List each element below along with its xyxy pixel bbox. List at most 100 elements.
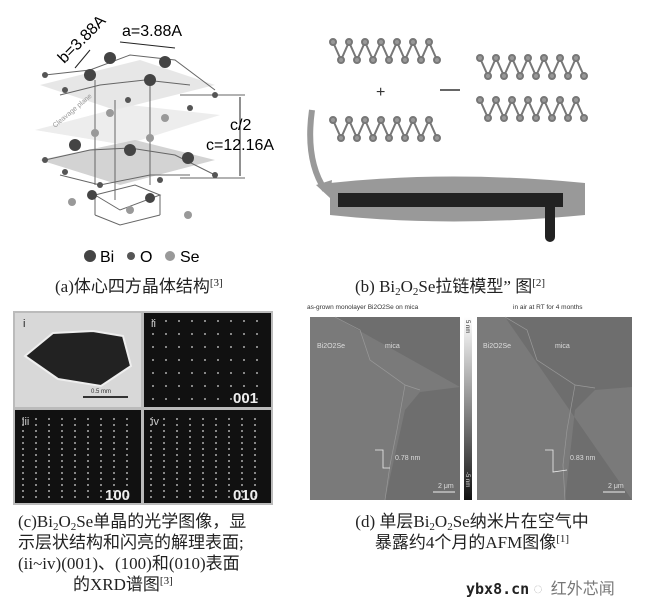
diffraction-spot [230, 398, 232, 400]
afm-left-image: Bi2O2Se mica 0.78 nm 2 μm [310, 316, 460, 501]
quadrant-label-i: i [23, 318, 25, 330]
diffraction-spot [48, 436, 50, 438]
diffraction-spot [113, 460, 115, 462]
diffraction-spot [100, 418, 102, 420]
diffraction-spot [48, 478, 50, 480]
diffraction-spot [61, 484, 63, 486]
diffraction-spot [241, 448, 243, 450]
diffraction-spot [176, 436, 178, 438]
diffraction-spot [74, 496, 76, 498]
diffraction-spot [189, 496, 191, 498]
atom [508, 54, 516, 62]
diffraction-spot [61, 418, 63, 420]
diffraction-spot [215, 448, 217, 450]
diffraction-spot [22, 436, 24, 438]
atom [337, 134, 345, 142]
diffraction-spot [176, 484, 178, 486]
caption-b-sub: 2 [412, 286, 419, 298]
atom [524, 96, 532, 104]
diffraction-spot [178, 385, 180, 387]
diffraction-spot [243, 398, 245, 400]
lattice-c-label: c=12.16A [206, 137, 274, 154]
diffraction-spot [165, 346, 167, 348]
atom [337, 56, 345, 64]
diffraction-spot [254, 454, 256, 456]
diffraction-spot [163, 436, 165, 438]
caption-d-sub: 2 [447, 521, 453, 533]
diffraction-spot [150, 436, 152, 438]
diffraction-spot [256, 398, 258, 400]
afm-right-substrate-label: mica [555, 343, 570, 350]
diffraction-spot [113, 454, 115, 456]
atom [361, 116, 369, 124]
diffraction-spot [61, 430, 63, 432]
diffraction-spot [228, 430, 230, 432]
diffraction-spot [163, 430, 165, 432]
afm-left-title: as-grown monolayer Bi2O2Se on mica [307, 304, 419, 311]
caption-a: (a)体心四方晶体结构[3] [55, 276, 223, 297]
diffraction-spot [126, 472, 128, 474]
diffraction-spot [113, 448, 115, 450]
diffraction-spot [241, 430, 243, 432]
diffraction-spot [22, 418, 24, 420]
colorbar-top-label: 5 nm [464, 320, 470, 333]
caption-d-ref: [1] [556, 533, 570, 545]
diffraction-spot [176, 496, 178, 498]
diffraction-spot [87, 478, 89, 480]
diffraction-spot [243, 385, 245, 387]
atom [524, 54, 532, 62]
atom [500, 72, 508, 80]
diffraction-spot [126, 436, 128, 438]
diffraction-spot [100, 436, 102, 438]
atom [540, 54, 548, 62]
caption-b: (b) Bi2O2Se拉链模型” 图[2] [355, 276, 545, 298]
diffraction-spot [243, 359, 245, 361]
diffraction-spot [215, 472, 217, 474]
diffraction-spot [215, 466, 217, 468]
diffraction-spot [113, 490, 115, 492]
atom [500, 114, 508, 122]
diffraction-spot [87, 472, 89, 474]
atom [476, 96, 484, 104]
diffraction-spot [217, 372, 219, 374]
diffraction-spot [191, 359, 193, 361]
diffraction-spot [189, 424, 191, 426]
diffraction-spot [74, 418, 76, 420]
diffraction-spot [126, 484, 128, 486]
atom [572, 96, 580, 104]
diffraction-spot [100, 472, 102, 474]
diffraction-spot [163, 448, 165, 450]
atom [516, 114, 524, 122]
crystal-structure-diagram: Cleavage plane b=3.88A a=3.88A c/2 c=12.… [35, 12, 274, 266]
afm-left-material-label: Bi2O2Se [317, 343, 345, 350]
diffraction-spot [256, 346, 258, 348]
diffraction-spot [113, 472, 115, 474]
diffraction-spot [35, 430, 37, 432]
atom-legend: Bi O Se [84, 249, 200, 266]
diffraction-spot [48, 442, 50, 444]
diffraction-spot [230, 320, 232, 322]
zipper-model-diagram: + [307, 38, 588, 242]
diffraction-spot [202, 472, 204, 474]
caption-b-text: (b) Bi [355, 277, 396, 296]
diffraction-spot [113, 418, 115, 420]
diffraction-spot [100, 460, 102, 462]
diffraction-spot [100, 424, 102, 426]
diffraction-spot [230, 346, 232, 348]
afm-left-substrate-label: mica [385, 343, 400, 350]
colorbar-bottom-label: -5 nm [464, 472, 470, 487]
diffraction-spot [254, 490, 256, 492]
afm-right-material-label: Bi2O2Se [483, 343, 511, 350]
diffraction-spot [228, 448, 230, 450]
diffraction-spot [35, 418, 37, 420]
diffraction-spot [113, 442, 115, 444]
diffraction-spot [189, 448, 191, 450]
diffraction-spot [191, 398, 193, 400]
atom [393, 38, 401, 46]
diffraction-spot [74, 460, 76, 462]
diffraction-spot [215, 478, 217, 480]
xrd-image-grid: 0.5 mm i ii 001 iii 100 iv 010 [13, 311, 273, 505]
afm-left-step-height: 0.78 nm [395, 455, 420, 462]
diffraction-spot [202, 490, 204, 492]
diffraction-spot [189, 460, 191, 462]
